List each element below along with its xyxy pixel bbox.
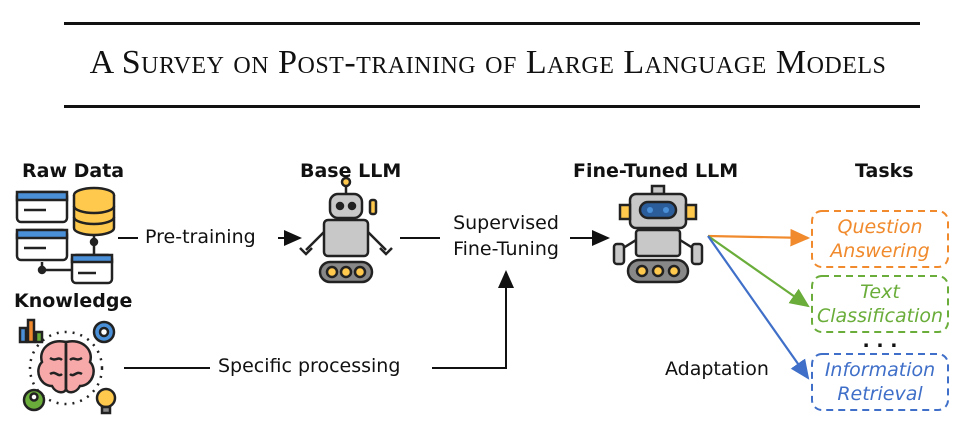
adaptation-arrow-retrieval [707, 235, 810, 380]
base-llm-label: Base LLM [300, 160, 402, 182]
fine-tuned-llm-label: Fine-Tuned LLM [573, 160, 739, 182]
tasks-label: Tasks [855, 160, 914, 182]
task-line2: Classification [816, 305, 944, 327]
adaptation-arrow-classification [707, 235, 810, 308]
top-rule [64, 22, 920, 25]
specific-processing-label: Specific processing [218, 355, 401, 377]
fine-tuned-llm-robot-icon [612, 184, 704, 284]
bottom-rule [64, 105, 920, 108]
specific-processing-arrow [432, 270, 514, 369]
task-box-information-retrieval [811, 353, 949, 411]
task-line2: Retrieval [837, 383, 923, 405]
tasks-ellipsis: . . . [862, 330, 898, 352]
adaptation-arrow-qa [707, 228, 811, 247]
raw-data-icon [15, 186, 116, 285]
sft-label-line2: Fine-Tuning [453, 238, 559, 260]
adaptation-label: Adaptation [665, 358, 769, 380]
task-box-question-answering [811, 210, 949, 268]
task-text-classification: Text Classification [812, 280, 948, 328]
task-line1: Question [837, 216, 923, 238]
pre-training-label: Pre-training [145, 226, 256, 248]
knowledge-brain-icon [18, 318, 117, 415]
paper-title: A Survey on Post-training of Large Langu… [89, 44, 887, 81]
task-line2: Answering [830, 240, 930, 262]
sft-label-line1: Supervised [453, 212, 559, 234]
task-information-retrieval: Information Retrieval [812, 358, 948, 406]
raw-data-label: Raw Data [22, 160, 125, 182]
task-question-answering: Question Answering [812, 215, 948, 263]
task-box-text-classification [811, 275, 949, 333]
task-line1: Text [860, 281, 900, 303]
base-llm-robot-icon [299, 176, 393, 284]
knowledge-label: Knowledge [14, 290, 133, 312]
task-line1: Information [824, 359, 936, 381]
